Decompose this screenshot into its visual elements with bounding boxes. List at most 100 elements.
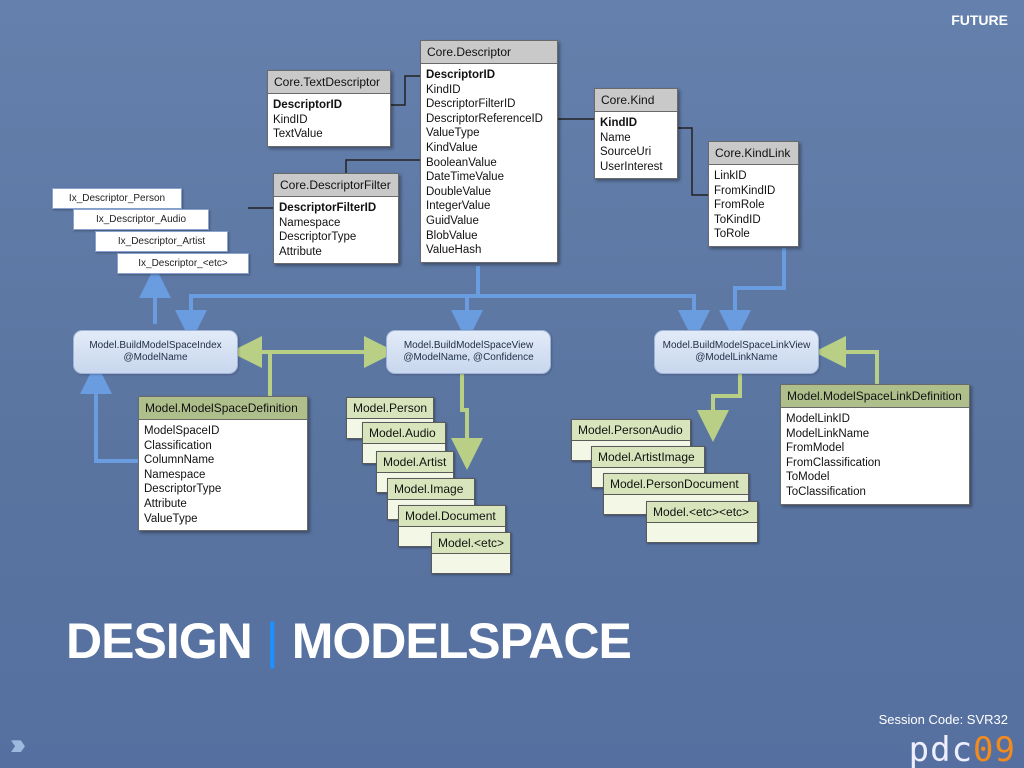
title-right: MODELSPACE [291,613,632,669]
model-view-label: Model.Person [347,398,433,419]
table-field: ToKindID [714,213,761,226]
table-field: FromKindID [714,184,776,197]
table-header: Model.ModelSpaceDefinition [139,397,307,420]
link-view-etc: Model.<etc><etc> [646,501,758,543]
link-view-label: Model.PersonAudio [572,420,690,441]
primary-key-field: DescriptorFilterID [279,202,377,214]
table-field: DescriptorReferenceID [426,112,543,125]
table-model-modelspacelinkdefinition: Model.ModelSpaceLinkDefinition ModelLink… [780,384,970,505]
model-view-etc: Model.<etc> [431,532,511,574]
primary-key-field: ModelSpaceID [144,425,220,437]
table-field: DoubleValue [426,185,492,198]
link-view-label: Model.<etc><etc> [647,502,757,523]
table-header: Model.ModelSpaceLinkDefinition [781,385,969,408]
table-header: Core.Descriptor [421,41,557,64]
procedure-params: @ModelName [123,352,188,363]
table-field: Classification [144,439,212,452]
index-table-person: Ix_Descriptor_Person [52,188,182,209]
primary-key-field: KindID [600,117,638,129]
future-tag: FUTURE [951,12,1008,28]
slide-title: DESIGN|MODELSPACE [66,612,632,670]
table-field: BooleanValue [426,156,497,169]
table-core-descriptorfilter: Core.DescriptorFilter DescriptorFilterID… [273,173,399,265]
table-field: FromClassification [786,456,881,469]
table-field: TextValue [273,128,323,141]
model-view-label: Model.Document [399,506,505,527]
procedure-params: @ModelLinkName [695,352,778,363]
logo-text-pdc: pdc [908,730,974,768]
table-field: IntegerValue [426,200,491,213]
table-model-modelspacedefinition: Model.ModelSpaceDefinition ModelSpaceID C… [138,396,308,532]
table-field: DescriptorType [279,231,357,244]
table-header: Core.TextDescriptor [268,71,390,94]
model-view-document: Model.Document [398,505,506,547]
table-field: DescriptorType [144,483,222,496]
table-field: ModelLinkName [786,427,870,440]
procedure-build-link-view: Model.BuildModelSpaceLinkView @ModelLink… [654,330,819,374]
procedure-name: Model.BuildModelSpaceLinkView [662,340,811,351]
table-header: Core.Kind [595,89,677,112]
table-field: FromModel [786,442,845,455]
title-left: DESIGN [66,613,253,669]
link-view-label: Model.ArtistImage [592,447,704,468]
table-field: ToRole [714,228,750,241]
table-field: ValueType [426,127,480,140]
table-header: Core.KindLink [709,142,798,165]
model-view-label: Model.Audio [363,423,445,444]
table-header: Core.DescriptorFilter [274,174,398,197]
table-field: Attribute [144,497,187,510]
session-code: Session Code: SVR32 [878,712,1008,727]
procedure-params: @ModelName, @Confidence [403,352,534,363]
procedure-name: Model.BuildModelSpaceView [403,340,534,351]
title-separator: | [265,613,279,669]
table-field: UserInterest [600,160,663,173]
procedure-build-view: Model.BuildModelSpaceView @ModelName, @C… [386,330,551,374]
table-field: FromRole [714,199,765,212]
table-field: Namespace [279,216,341,229]
primary-key-field: DescriptorID [273,99,343,111]
table-field: BlobValue [426,229,478,242]
pdc09-logo: pdc09 [909,730,1016,768]
table-field: DescriptorFilterID [426,98,516,111]
table-field: SourceUri [600,146,652,159]
table-field: Namespace [144,468,206,481]
table-field: ValueType [144,512,198,525]
model-view-label: Model.<etc> [432,533,510,554]
table-field: KindValue [426,141,478,154]
model-view-label: Model.Image [388,479,474,500]
table-field: Name [600,131,631,144]
table-field: ColumnName [144,454,215,467]
primary-key-field: LinkID [714,170,747,182]
index-table-etc: Ix_Descriptor_<etc> [117,253,249,274]
table-field: ValueHash [426,244,482,257]
table-field: DateTimeValue [426,171,504,184]
link-view-label: Model.PersonDocument [604,474,748,495]
table-field: ToModel [786,471,830,484]
procedure-build-index: Model.BuildModelSpaceIndex @ModelName [73,330,238,374]
model-view-person: Model.Person [346,397,434,439]
logo-text-09: 09 [973,730,1016,768]
table-field: KindID [426,83,461,96]
chevron-icon: ›››› [10,728,26,761]
primary-key-field: ModelLinkID [786,413,850,425]
index-table-audio: Ix_Descriptor_Audio [73,209,209,230]
primary-key-field: DescriptorID [426,69,496,81]
table-field: GuidValue [426,214,479,227]
table-field: Attribute [279,245,322,258]
index-table-artist: Ix_Descriptor_Artist [95,231,228,252]
table-field: ToClassification [786,485,866,498]
procedure-name: Model.BuildModelSpaceIndex [89,340,222,351]
